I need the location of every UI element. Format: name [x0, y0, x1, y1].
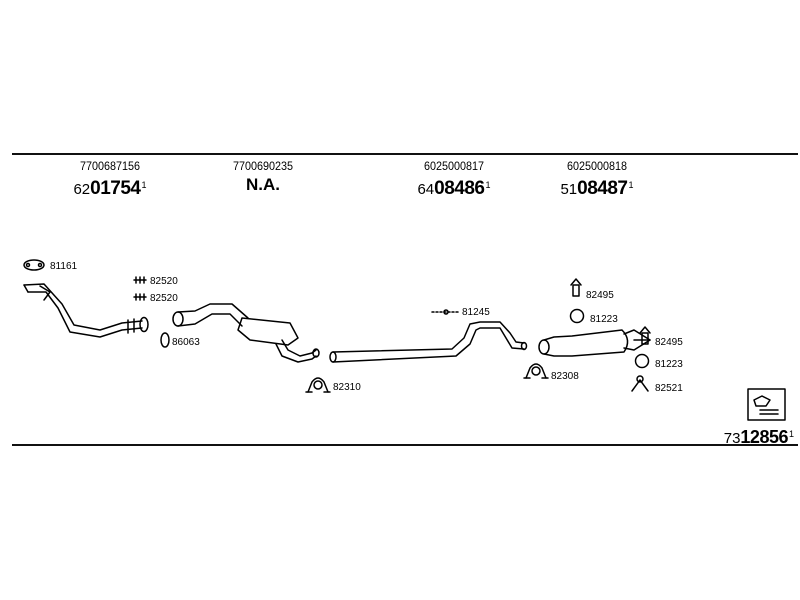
kit-main: 12856: [740, 427, 788, 447]
ref-number: 51084871: [512, 176, 682, 199]
part-header-3: 6025000817 64084861: [369, 159, 539, 199]
label-81245: 81245: [462, 307, 490, 318]
label-81223: 81223: [655, 359, 683, 370]
front-pipe-icon: [23, 283, 149, 338]
ref-prefix: 51: [560, 181, 578, 198]
ref-suffix: 1: [628, 180, 634, 190]
kit-number: 73128561: [724, 425, 794, 448]
kit-box-icon: [747, 388, 786, 421]
ref-prefix: 64: [417, 181, 435, 198]
label-81223-top: 81223: [590, 314, 618, 325]
oem-number: 7700687156: [79, 159, 141, 173]
bolt-icon: [133, 293, 147, 301]
oem-number: 6025000818: [566, 159, 628, 173]
oem-number: 7700690235: [232, 159, 294, 173]
label-82520-a: 82520: [150, 276, 178, 287]
ring-icon: [160, 332, 170, 348]
clamp-icon: [523, 363, 549, 379]
part-header-4: 6025000818 51084871: [512, 159, 682, 199]
gasket-icon: [23, 259, 45, 271]
bolt-icon: [133, 276, 147, 284]
ref-prefix: 62: [73, 181, 91, 198]
not-available-label: N.A.: [246, 175, 280, 194]
ring-icon: [634, 353, 650, 369]
label-86063: 86063: [172, 337, 200, 348]
label-82495: 82495: [655, 337, 683, 348]
ref-suffix: 1: [141, 180, 147, 190]
center-silencer-icon: [172, 303, 320, 363]
oem-number: 6025000817: [423, 159, 485, 173]
part-header-1: 7700687156 62017541: [25, 159, 195, 199]
clamp-icon: [305, 377, 331, 393]
bolt-icon: [639, 326, 651, 345]
kit-suffix: 1: [788, 429, 794, 439]
label-82495-top: 82495: [586, 290, 614, 301]
kit-prefix: 73: [723, 430, 741, 447]
label-82308: 82308: [551, 371, 579, 382]
part-header-2: 7700690235 N.A.: [178, 159, 348, 194]
hanger-icon: [431, 309, 459, 315]
rubber-hanger-icon: [631, 375, 649, 392]
ref-suffix: 1: [485, 180, 491, 190]
label-82521: 82521: [655, 383, 683, 394]
top-rule: [12, 153, 798, 155]
bolt-icon: [570, 278, 582, 297]
label-82520-b: 82520: [150, 293, 178, 304]
ref-number: 64084861: [369, 176, 539, 199]
ref-main: 08486: [434, 178, 485, 199]
rear-silencer-icon: [538, 329, 651, 357]
bottom-rule: [12, 444, 798, 446]
ref-main: 01754: [90, 178, 141, 199]
ref-main: 08487: [577, 178, 628, 199]
ref-number: 62017541: [25, 176, 195, 199]
intermediate-pipe-icon: [329, 321, 528, 363]
label-81161: 81161: [50, 261, 78, 272]
ring-icon: [569, 308, 585, 324]
label-82310: 82310: [333, 382, 361, 393]
